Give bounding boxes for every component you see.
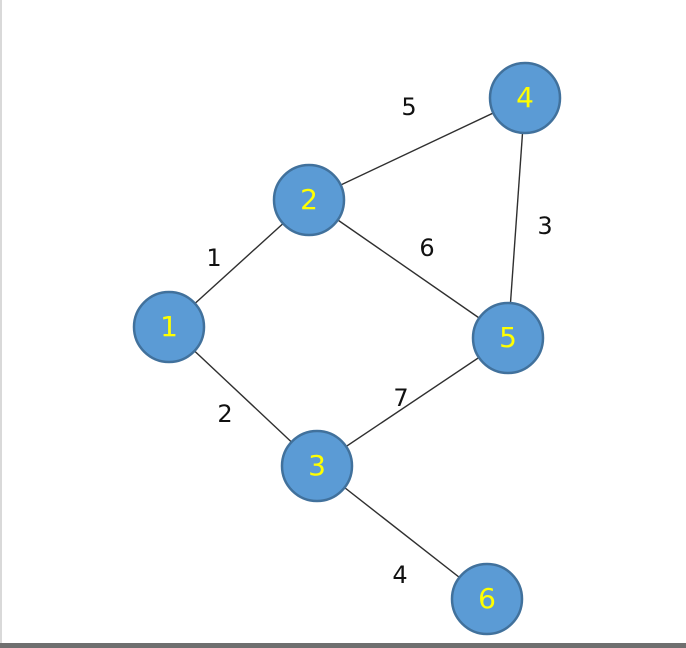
bottom-bar: [0, 643, 686, 648]
edge-3-5: [316, 337, 509, 467]
node-label-2: 2: [300, 183, 318, 216]
edge-weight-label-3-5: 7: [393, 384, 408, 412]
node-2: 2: [272, 163, 346, 237]
node-3: 3: [280, 429, 354, 503]
node-6: 6: [450, 562, 524, 636]
edge-4-5: [507, 97, 526, 339]
node-label-3: 3: [308, 449, 326, 482]
node-circle-2: [272, 163, 346, 237]
node-5: 5: [471, 301, 545, 375]
node-label-1: 1: [160, 310, 178, 343]
node-4: 4: [488, 61, 562, 135]
left-border: [0, 0, 2, 648]
edge-weight-label-4-5: 3: [537, 212, 552, 240]
edge-weight-label-1-2: 1: [206, 244, 221, 272]
edge-weight-label-2-5: 6: [419, 234, 434, 262]
node-label-4: 4: [516, 81, 534, 114]
edge-2-5: [308, 199, 509, 339]
edges-layer: [168, 97, 526, 600]
node-circle-5: [471, 301, 545, 375]
edge-weight-label-2-4: 5: [401, 93, 416, 121]
node-circle-3: [280, 429, 354, 503]
edge-2-4: [308, 97, 526, 201]
node-circle-1: [132, 290, 206, 364]
edge-labels-layer: 1 2 5 6 3 7 4: [206, 93, 552, 589]
node-circle-4: [488, 61, 562, 135]
node-circle-6: [450, 562, 524, 636]
node-1: 1: [132, 290, 206, 364]
node-label-6: 6: [478, 582, 496, 615]
nodes-layer: 1 2 3 4 5 6: [132, 61, 562, 636]
node-label-5: 5: [499, 321, 517, 354]
edge-weight-label-1-3: 2: [217, 400, 232, 428]
edge-weight-label-3-6: 4: [392, 561, 407, 589]
